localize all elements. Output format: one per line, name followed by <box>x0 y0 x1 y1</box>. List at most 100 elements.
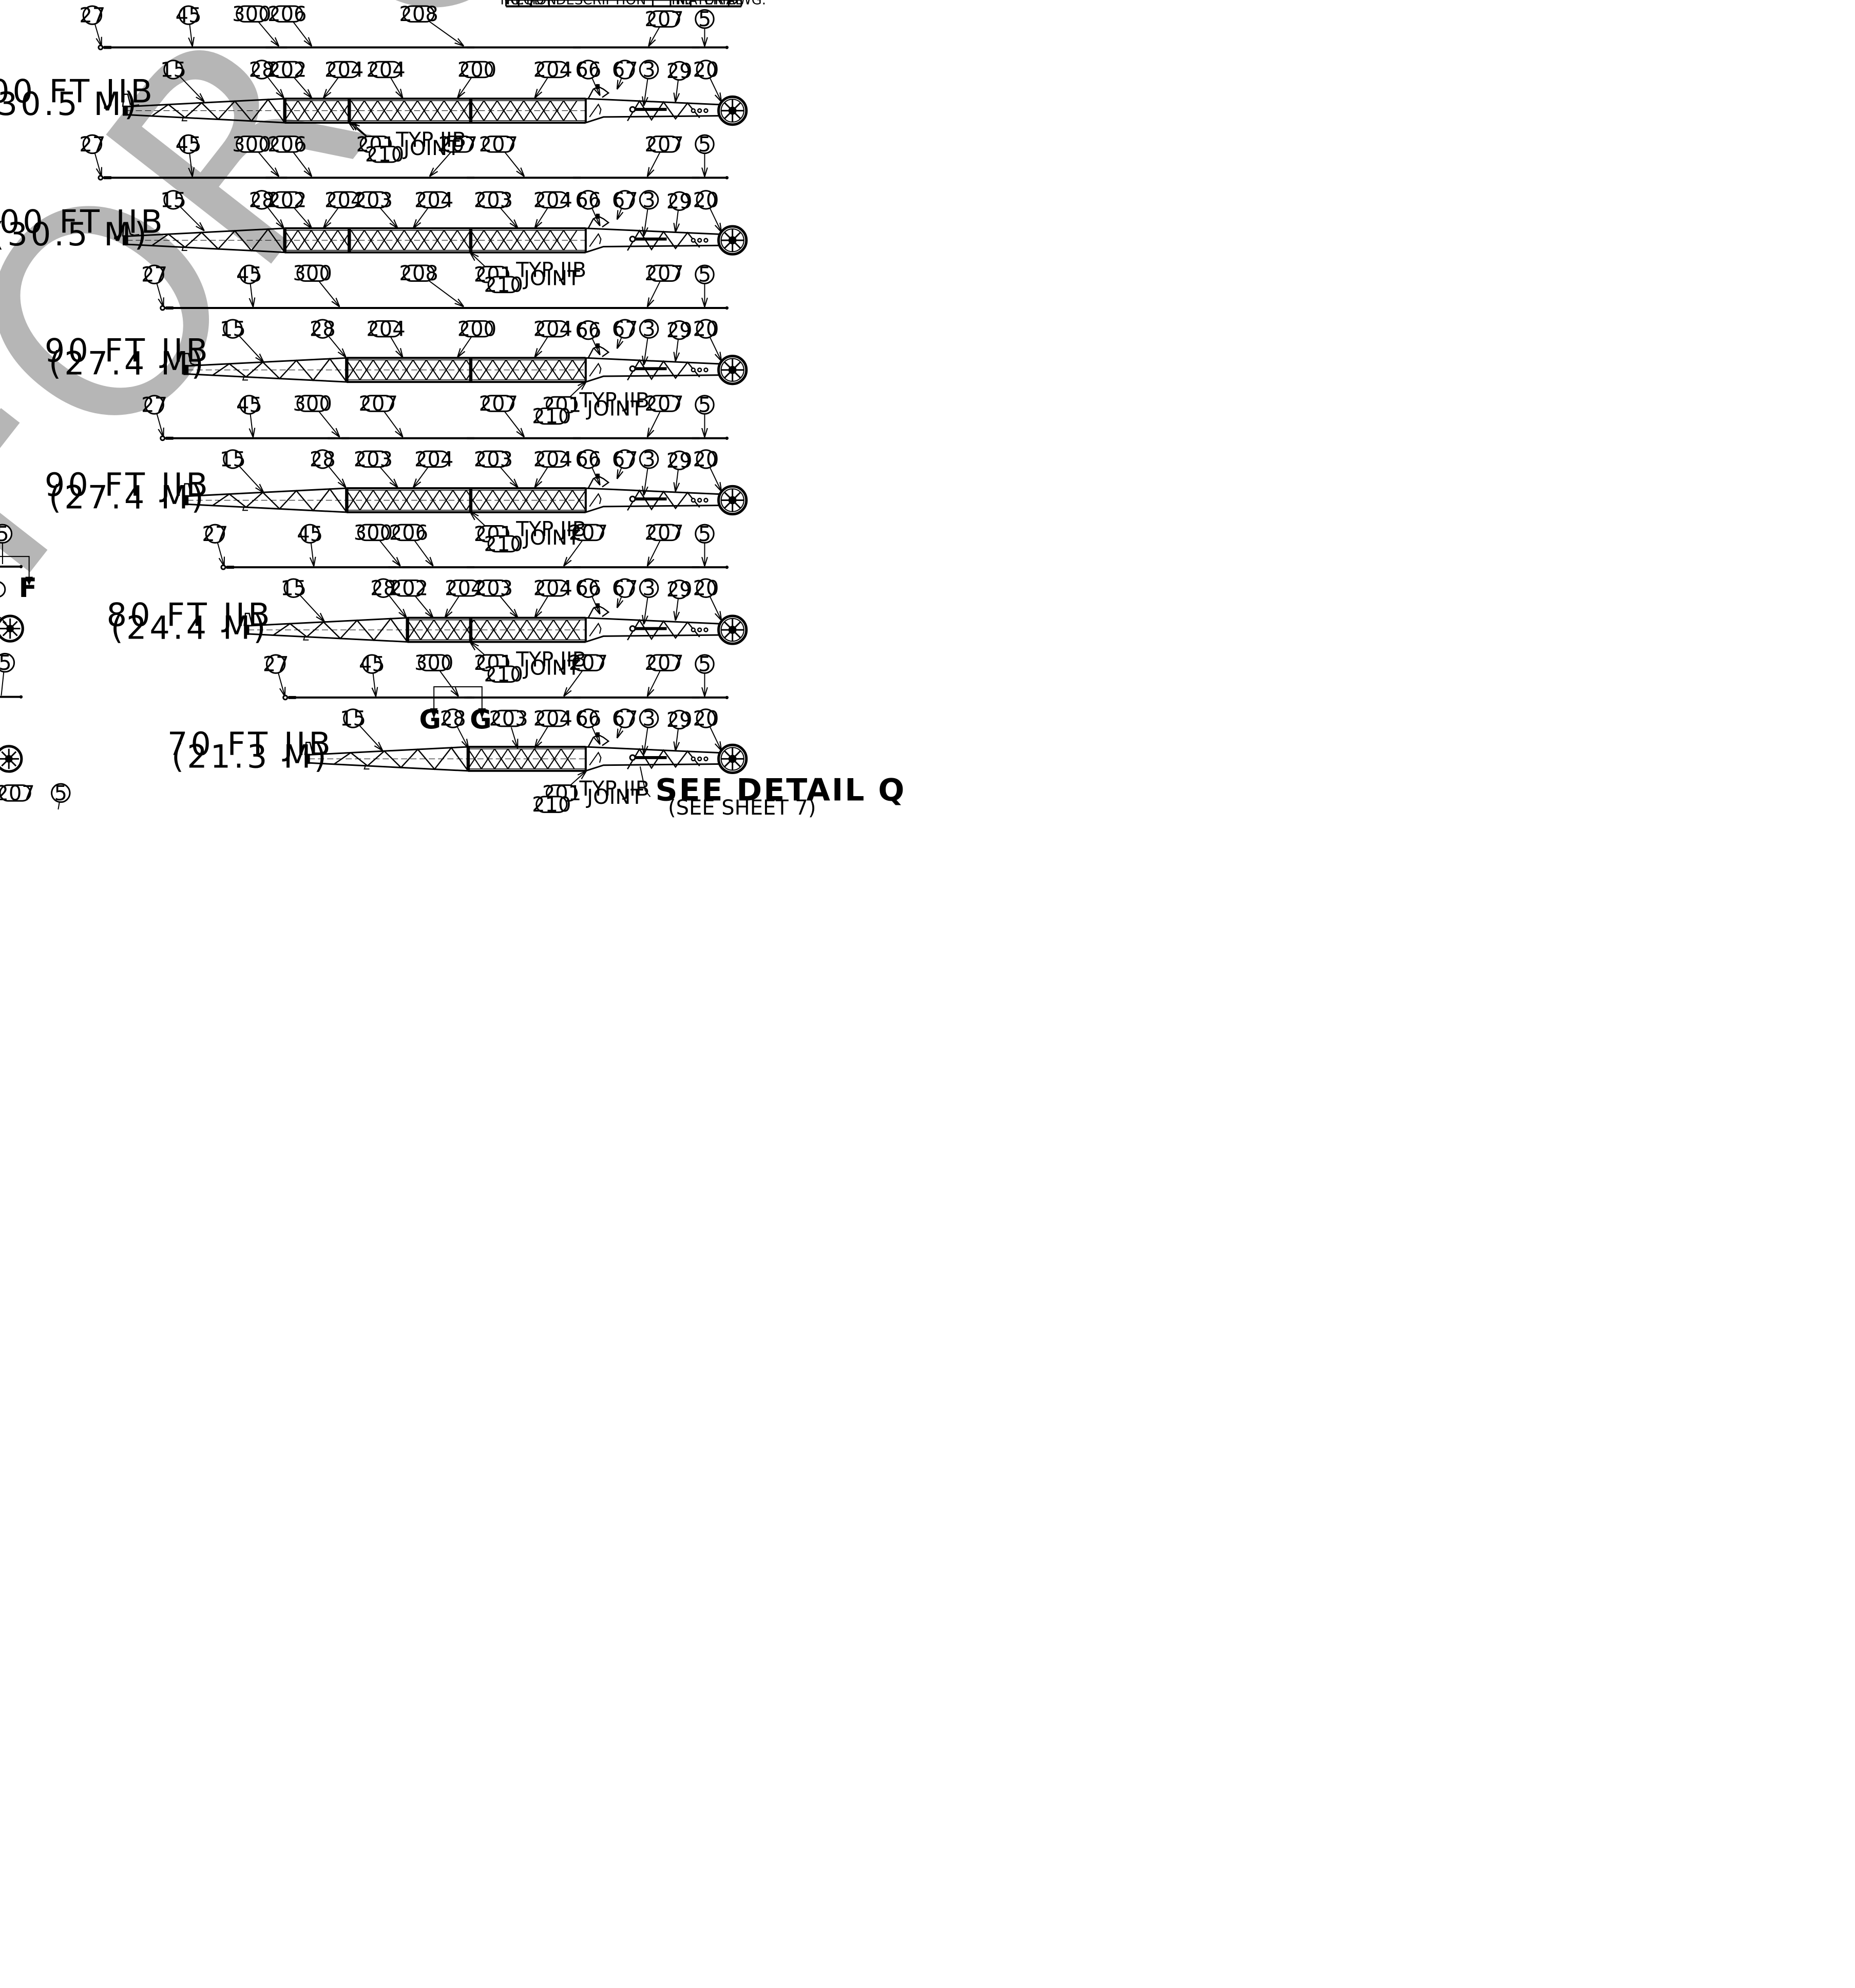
callout-outline <box>178 134 199 155</box>
pendant-link <box>388 566 396 569</box>
callout-bubble: 207 <box>438 133 477 157</box>
jib-lacing <box>545 490 560 511</box>
jib-lacing <box>324 100 338 121</box>
callout-number: 66 <box>575 448 601 471</box>
jib-lacing <box>537 230 551 251</box>
jib-lacing <box>526 619 541 641</box>
jib-lacing <box>481 748 495 769</box>
callout-bubble: 66 <box>575 59 601 82</box>
leader-line <box>676 339 678 360</box>
callout-number: 15 <box>340 707 366 731</box>
pendant-link <box>573 696 581 699</box>
jib-lacing <box>284 230 299 251</box>
leader-line <box>456 726 468 748</box>
jib-sheave-hub <box>728 106 737 115</box>
jib-lacing <box>560 748 575 769</box>
jib-root-lacing <box>333 746 469 771</box>
leader-line <box>379 206 397 227</box>
callout-number: 3 <box>642 188 655 212</box>
callout-number: 300 <box>232 133 271 157</box>
jib-head-pin <box>629 365 636 372</box>
leader-line <box>591 338 600 354</box>
leader-line <box>359 725 382 750</box>
typ-jib-joint-note: JOINT <box>522 267 580 291</box>
pendant-link <box>692 696 700 699</box>
leader-line <box>445 595 460 617</box>
callout-outline <box>0 524 13 544</box>
title-block-header: NO. <box>500 0 524 8</box>
callout-number: 67 <box>612 188 638 212</box>
callout-bubble: 204 <box>366 59 405 82</box>
leader-line <box>709 596 721 620</box>
callout-bubble: 204 <box>533 577 572 601</box>
callout-number: 66 <box>575 59 601 82</box>
jib-lacing <box>532 359 547 380</box>
callout-number: 207 <box>569 521 608 545</box>
jib-lacing <box>439 490 454 511</box>
jib-tip-block <box>123 105 128 116</box>
callout-bubble: 5 <box>695 393 715 417</box>
callout-outline <box>615 60 635 80</box>
callout-outline <box>205 524 225 544</box>
leader-line <box>430 150 452 176</box>
jib-head-bracket <box>589 751 602 766</box>
callout-bubble: 66 <box>575 448 601 471</box>
callout-outline <box>648 395 680 412</box>
jib-lacing <box>519 359 533 380</box>
leader-line <box>709 467 721 491</box>
jib-length-m: (24.4 M) <box>111 609 269 646</box>
leader-line <box>257 21 278 46</box>
callout-outline <box>0 581 6 597</box>
callout-number: 67 <box>612 59 638 82</box>
jib-lacing <box>534 748 548 769</box>
jib-lacing <box>359 359 374 380</box>
jib-lacing <box>311 100 325 121</box>
jib-lacing <box>537 100 551 121</box>
jib-lacing <box>559 359 573 380</box>
callout-outline <box>537 191 569 209</box>
callout-number: 207 <box>569 651 608 675</box>
leader-line <box>94 153 101 176</box>
callout-number: 27 <box>141 393 167 417</box>
callout-bubble: 300 <box>414 651 453 675</box>
callout-bubble: 27 <box>202 523 228 546</box>
callout-outline <box>144 264 164 284</box>
jib-head-pin <box>697 497 702 503</box>
title-block-header: OR DWG. <box>704 0 766 8</box>
callout-bubble: 20 <box>693 59 719 82</box>
jib-head-top-chord <box>585 227 729 236</box>
typ-jib-joint-note: TYP JIB <box>395 128 466 152</box>
jib-length-label: 100 FT JIB(30.5 M) <box>0 203 166 253</box>
jib-lacing <box>486 619 501 641</box>
jib-length-ft: 100 FT JIB <box>0 203 166 240</box>
leader-line <box>379 466 397 487</box>
leader-line <box>709 337 721 360</box>
jib-head-pin <box>697 238 702 243</box>
jib-lacing <box>505 490 520 511</box>
leader-line <box>1 671 5 696</box>
pendant-link <box>467 177 474 179</box>
callout-bubble: 300 <box>293 392 332 416</box>
jib-joint <box>466 746 470 772</box>
callout-number: 200 <box>457 59 496 82</box>
callout-bubble: 3 <box>639 448 659 471</box>
callout-number: 27 <box>79 133 105 157</box>
title-block-header: TION <box>523 0 556 8</box>
jib-lacing <box>547 748 562 769</box>
callout-number: 5 <box>698 523 711 546</box>
callout-number: 5 <box>698 393 711 417</box>
callout-outline <box>695 9 715 29</box>
jib-lacing <box>430 100 445 121</box>
jib-lacing <box>420 619 435 641</box>
callout-number: 20 <box>693 59 719 82</box>
jib-lacing <box>359 490 374 511</box>
callout-outline <box>236 136 268 153</box>
jib-bottom-chord <box>126 113 285 124</box>
jib-head-bracket <box>589 622 602 636</box>
leader-line <box>239 335 263 362</box>
pendant-fitting <box>104 176 111 180</box>
jib-lacing <box>439 359 454 380</box>
callout-number: 202 <box>267 188 307 212</box>
pendant-pin <box>725 176 729 180</box>
jib-lug <box>181 246 187 251</box>
